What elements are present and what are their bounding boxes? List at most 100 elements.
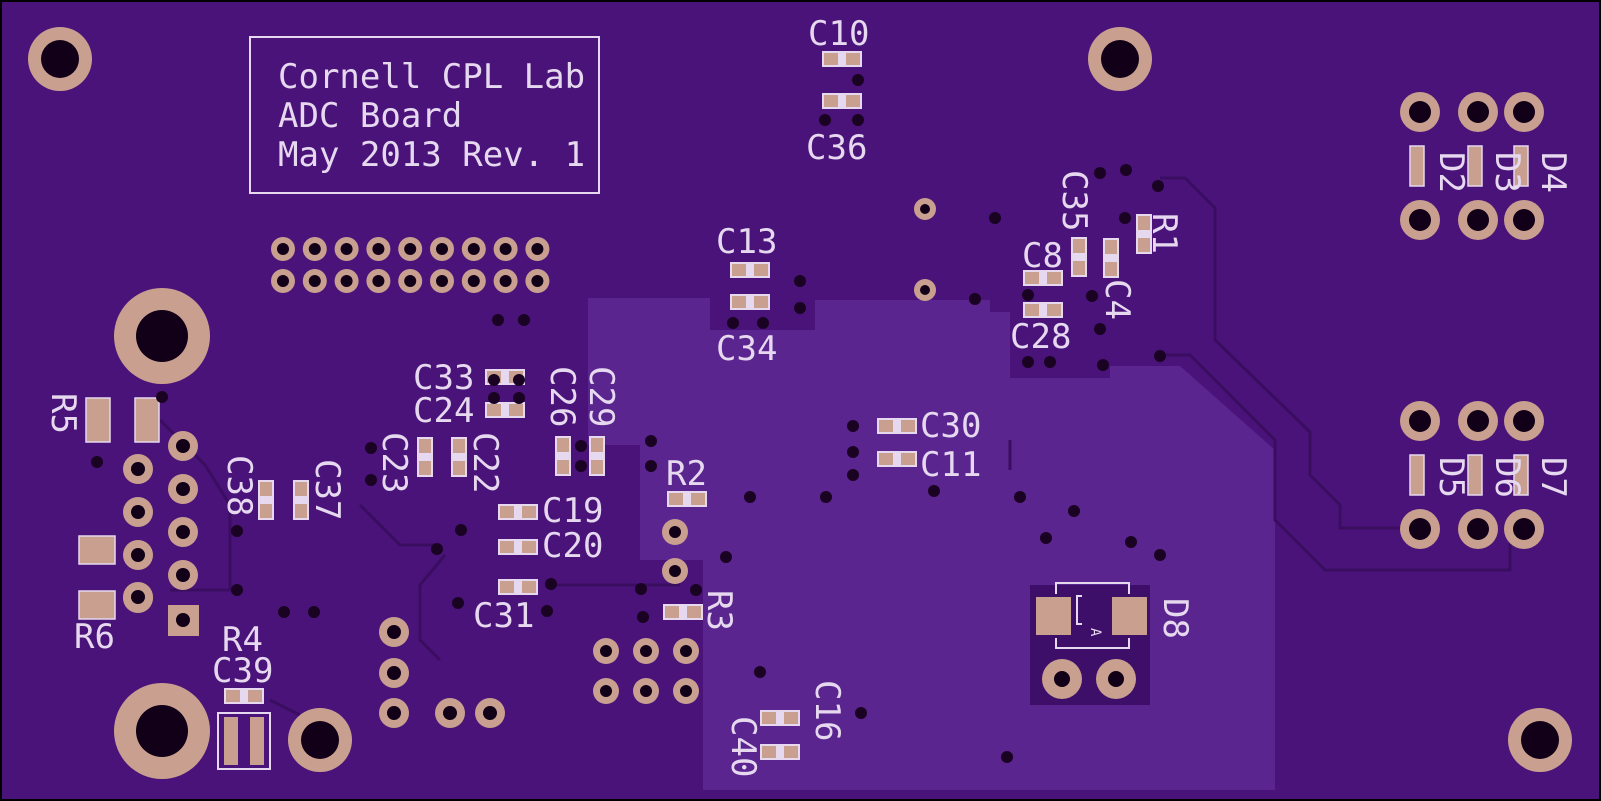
via: [431, 543, 443, 555]
header-pin-hole: [436, 243, 448, 255]
via: [91, 456, 103, 468]
cap-c13-pad: [754, 264, 768, 276]
via: [1094, 323, 1106, 335]
label-C24: C24: [413, 391, 474, 431]
mounting-hole: [288, 708, 352, 772]
io-pin-hole: [680, 645, 692, 657]
via: [1022, 356, 1034, 368]
io-pin-hole: [600, 685, 612, 697]
cap-c34-pad: [732, 296, 746, 308]
via: [492, 314, 504, 326]
cap-c39-pad: [226, 690, 240, 702]
label-C28: C28: [1010, 317, 1071, 357]
cap-c37-pad: [295, 482, 307, 496]
header-pin-hole: [372, 275, 385, 287]
via: [928, 485, 940, 497]
header-pin-hole: [372, 243, 385, 255]
cap-c29-pad: [591, 438, 603, 452]
via: [794, 302, 806, 314]
label-R2: R2: [666, 454, 707, 494]
label-C11: C11: [920, 445, 981, 485]
label-R6: R6: [74, 617, 115, 657]
label-C29: C29: [581, 366, 621, 427]
cap-c30-pad: [901, 420, 915, 432]
res-r4-outline: [217, 712, 271, 770]
via: [1120, 164, 1132, 176]
via: [1022, 289, 1034, 301]
res-r1-pad: [1138, 238, 1150, 252]
d8-pad: [1112, 597, 1147, 635]
cap-c19-pad: [522, 506, 536, 518]
io-pin-hole: [640, 645, 652, 657]
via: [231, 525, 243, 537]
via: [231, 584, 243, 596]
cap-c31-pad: [522, 581, 536, 593]
header-pin-hole: [277, 275, 289, 287]
cap-c40-pad: [762, 746, 776, 758]
cap-c35-pad: [1073, 261, 1085, 275]
smd-components: [78, 51, 1152, 770]
res-r2-pad: [669, 493, 683, 505]
label-C8: C8: [1022, 236, 1063, 276]
res-r3-pad: [665, 606, 679, 618]
label-R5: R5: [43, 393, 83, 434]
via: [488, 374, 500, 386]
silkscreen-labels: C10 C36 C13 C34 C35 R1 C8 C4 C28 D2 D3 D…: [43, 14, 1573, 777]
label-D5: D5: [1431, 457, 1471, 498]
cap-c36-pad: [846, 95, 860, 107]
diode-lead-hole: [1409, 209, 1431, 231]
via: [847, 469, 859, 481]
d8-pad: [1036, 597, 1071, 635]
title-line-1: Cornell CPL Lab: [278, 57, 585, 97]
via: [1125, 536, 1137, 548]
io-pin-hole: [443, 706, 457, 720]
diode-lead-hole: [1513, 101, 1535, 123]
cap-c4-pad: [1105, 262, 1117, 276]
cap-c40-pad: [784, 746, 798, 758]
mounting-holes: [28, 27, 1572, 779]
diode-lead-hole: [1409, 410, 1431, 432]
diode-body: [1409, 454, 1425, 496]
connector-pin-hole: [131, 548, 145, 562]
via: [1086, 290, 1098, 302]
header-pin-hole: [467, 243, 480, 255]
mounting-hole: [114, 288, 210, 384]
cap-c16-pad: [784, 712, 798, 724]
cap-c11-pad: [879, 453, 893, 465]
diode-array: [1400, 92, 1544, 549]
via: [1152, 180, 1164, 192]
connector-pin-hole: [176, 525, 190, 539]
io-pin-hole: [640, 685, 652, 697]
label-D4: D4: [1533, 152, 1573, 193]
cap-c8-pad: [1047, 272, 1061, 284]
via: [645, 460, 657, 472]
cap-c8-pad: [1025, 272, 1039, 284]
header-pin-hole: [308, 275, 321, 287]
cap-c22-pad: [453, 439, 465, 453]
title-block: Cornell CPL Lab ADC Board May 2013 Rev. …: [249, 36, 600, 194]
cap-c35-pad: [1073, 239, 1085, 253]
via: [1044, 356, 1056, 368]
io-pin-hole: [680, 685, 692, 697]
label-C20: C20: [542, 526, 603, 566]
header-pin-hole: [404, 243, 417, 255]
left-connector: [123, 431, 199, 636]
diode-lead-hole: [1467, 410, 1489, 432]
cap-c20-pad: [522, 541, 536, 553]
via: [156, 391, 168, 403]
via: [637, 611, 649, 623]
cap-c23-pad: [419, 439, 431, 453]
header-pin-hole: [531, 275, 544, 287]
diode-body: [1513, 145, 1529, 187]
label-R4: R4: [222, 620, 263, 660]
d8-anode-label: A: [1087, 628, 1103, 637]
cap-c22-pad: [453, 461, 465, 475]
via: [513, 392, 525, 404]
header-pin-hole: [499, 243, 512, 255]
title-line-3: May 2013 Rev. 1: [278, 135, 585, 175]
diode-lead-hole: [1513, 410, 1535, 432]
label-C33: C33: [413, 358, 474, 398]
cap-c39-pad: [248, 690, 262, 702]
cap-c37-pad: [295, 504, 307, 518]
